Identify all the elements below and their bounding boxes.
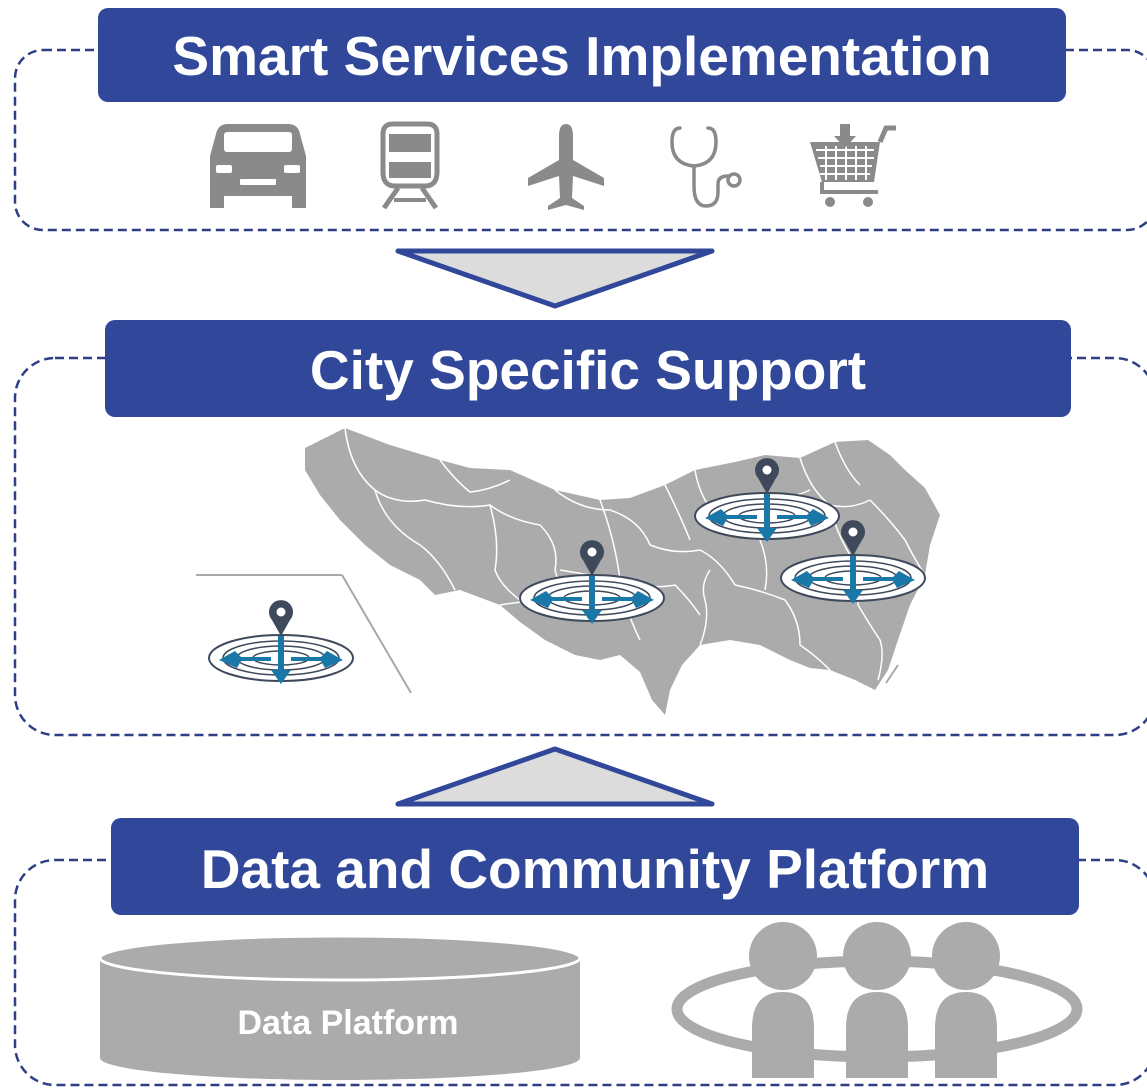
smart-services-section: Smart Services Implementation	[13, 8, 1147, 232]
community-group-icon	[671, 922, 1083, 1078]
section-title: Smart Services Implementation	[172, 25, 991, 87]
section-border	[13, 858, 1147, 1087]
section-banner	[98, 8, 1066, 102]
section-banner	[111, 818, 1079, 915]
section-banner	[105, 320, 1071, 417]
callout-line	[885, 664, 899, 684]
up-arrow	[395, 746, 715, 807]
callout-line	[341, 574, 412, 694]
section-border	[13, 48, 1147, 232]
stethoscope-icon	[670, 126, 742, 208]
city-support-section: City Specific Support	[13, 320, 1147, 737]
shopping-cart-icon	[810, 124, 896, 207]
location-hub-icon	[208, 599, 354, 685]
section-title: City Specific Support	[310, 339, 866, 401]
train-icon	[380, 121, 440, 210]
down-arrow	[395, 248, 715, 309]
database-cylinder-icon	[98, 934, 582, 1080]
section-title: Data and Community Platform	[201, 838, 989, 900]
data-platform-label: Data Platform	[237, 1004, 458, 1042]
car-icon	[210, 124, 306, 208]
data-community-section: Data and Community Platform Data Platfor…	[13, 818, 1147, 1087]
airplane-icon	[528, 124, 604, 210]
